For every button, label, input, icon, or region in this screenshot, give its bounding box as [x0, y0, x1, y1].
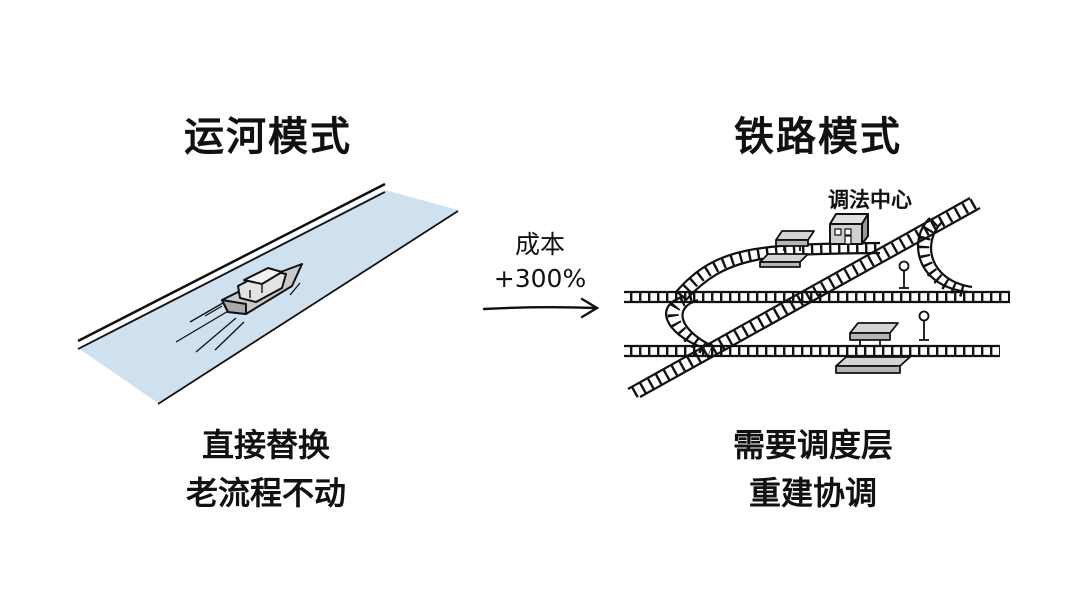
canal-illustration	[77, 182, 459, 405]
train-lower-2	[835, 356, 911, 374]
train-upper-2	[759, 253, 809, 268]
main-track-upper	[624, 290, 1010, 304]
dispatch-center-icon	[829, 213, 869, 245]
boat-wake	[175, 282, 301, 353]
left-caption-line1: 直接替换	[201, 426, 330, 464]
right-title: 铁路模式	[734, 114, 902, 160]
left-caption: 直接替换 老流程不动	[106, 421, 426, 517]
signal-icon-upper	[898, 260, 910, 289]
railway-illustration	[624, 197, 1010, 398]
diagonal-track	[627, 197, 981, 398]
arrow-right-icon	[482, 297, 600, 319]
rail-ties	[624, 291, 1010, 357]
branch-track-right	[916, 217, 973, 294]
dispatch-center-label: 调法中心	[828, 188, 912, 212]
right-caption-line1: 需要调度层	[732, 426, 893, 464]
left-title: 运河模式	[184, 114, 352, 160]
branch-track-loop	[665, 294, 713, 350]
left-caption-line2: 老流程不动	[185, 474, 346, 512]
canal-bank-upper	[77, 182, 386, 343]
cost-annotation: 成本 +300%	[470, 228, 610, 296]
train-lower-1	[849, 322, 899, 345]
cost-change: +300%	[493, 264, 587, 293]
canal-bank-inner	[77, 191, 386, 350]
cost-label: 成本	[514, 230, 565, 259]
right-caption-line2: 重建协调	[748, 474, 877, 512]
signal-icon-lower	[918, 310, 930, 341]
canal-bank-lower	[157, 210, 459, 405]
boat-icon	[221, 263, 303, 315]
right-caption: 需要调度层 重建协调	[653, 421, 973, 517]
train-upper-1	[775, 230, 815, 251]
